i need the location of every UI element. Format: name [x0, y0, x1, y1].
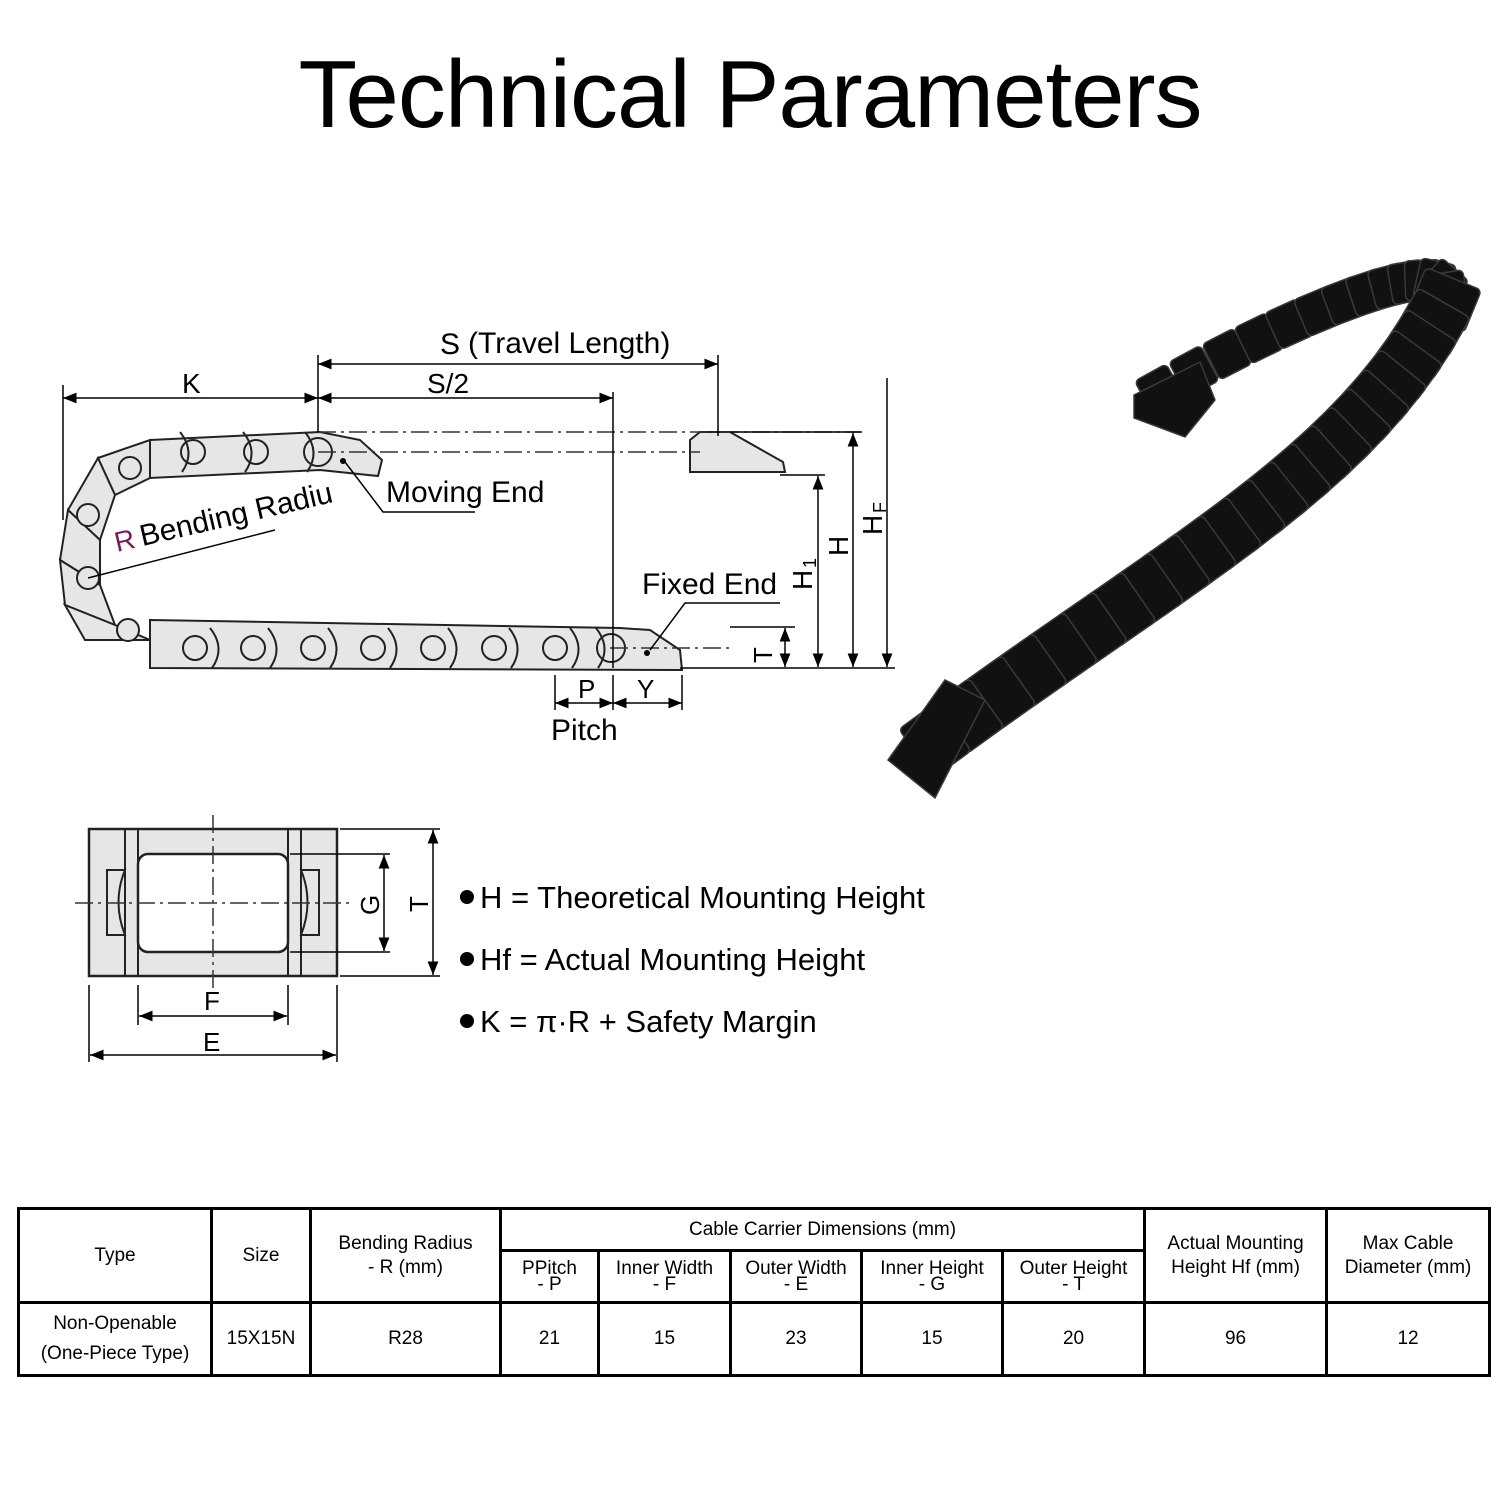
cell-outer-height: 20	[1000, 1301, 1147, 1377]
definition-list: H = Theoretical Mounting Height Hf = Act…	[460, 878, 925, 1064]
technical-diagram: S (Travel Length) K S/2 Moving End R Ben…	[58, 257, 1481, 1062]
cell-pitch: 21	[499, 1301, 600, 1377]
cell-size: 15X15N	[210, 1301, 312, 1377]
label-t: T	[748, 647, 778, 663]
header-pitch: PPitch- P	[499, 1249, 600, 1304]
moving-end-plate	[689, 431, 787, 473]
cell-inner-width: 15	[597, 1301, 732, 1377]
label-f: F	[204, 986, 220, 1016]
label-hf: H	[857, 515, 888, 535]
label-h1: H	[787, 570, 818, 590]
label-p: P	[578, 674, 595, 704]
header-type: Type	[17, 1207, 213, 1304]
definition-h: H = Theoretical Mounting Height	[460, 878, 925, 940]
label-r: R	[111, 523, 138, 558]
label-travel-length: (Travel Length)	[468, 327, 670, 360]
cross-section-view: G T F E	[75, 815, 440, 1062]
cell-mounting-height: 96	[1143, 1301, 1329, 1377]
label-g: G	[355, 895, 385, 915]
label-s-half: S/2	[427, 368, 469, 399]
dimension-lines	[62, 355, 895, 710]
dimension-labels: S (Travel Length) K S/2 Moving End R Ben…	[111, 327, 890, 747]
header-outer-height: Outer Height- T	[1000, 1249, 1147, 1304]
label-y: Y	[637, 674, 654, 704]
cell-bending-radius: R28	[309, 1301, 502, 1377]
label-s: S	[440, 328, 460, 361]
spec-table: Type Size Bending Radius- R (mm) Cable C…	[17, 1207, 1492, 1377]
page-title: Technical Parameters	[298, 41, 1202, 148]
header-outer-width: Outer Width- E	[729, 1249, 863, 1304]
cell-inner-height: 15	[860, 1301, 1004, 1377]
header-bending-radius: Bending Radius- R (mm)	[309, 1207, 502, 1304]
definition-hf: Hf = Actual Mounting Height	[460, 940, 925, 1002]
header-carrier-dimensions: Cable Carrier Dimensions (mm)	[498, 1207, 1147, 1252]
label-h: H	[823, 536, 854, 556]
label-hf-sub: F	[870, 502, 890, 513]
upper-run-links	[58, 430, 684, 672]
chain-side-view	[58, 430, 860, 672]
header-inner-height: Inner Height- G	[860, 1249, 1004, 1304]
label-bending-radius: Bending Radiu	[136, 477, 335, 553]
label-k: K	[182, 368, 201, 399]
label-moving-end: Moving End	[386, 476, 544, 509]
chain-end-bracket	[886, 679, 987, 800]
table-row: Non-Openable(One-Piece Type) 15X15N R28 …	[17, 1301, 1492, 1377]
label-pitch: Pitch	[551, 714, 618, 747]
bullet-dot-icon	[460, 889, 474, 904]
label-e: E	[203, 1027, 220, 1057]
cable-chain-product-image	[886, 257, 1481, 800]
definition-k: K = π·R + Safety Margin	[460, 1002, 925, 1064]
label-cs-t: T	[404, 896, 434, 912]
cell-outer-width: 23	[729, 1301, 863, 1377]
chain-end-bracket	[1133, 360, 1216, 438]
label-fixed-end: Fixed End	[642, 568, 777, 601]
header-inner-width: Inner Width- F	[597, 1249, 732, 1304]
bullet-dot-icon	[460, 951, 474, 966]
label-h1-sub: 1	[800, 558, 820, 568]
cell-max-cable: 12	[1325, 1301, 1492, 1377]
cell-type: Non-Openable(One-Piece Type)	[17, 1301, 213, 1377]
header-size: Size	[210, 1207, 312, 1304]
bullet-dot-icon	[460, 1013, 474, 1028]
